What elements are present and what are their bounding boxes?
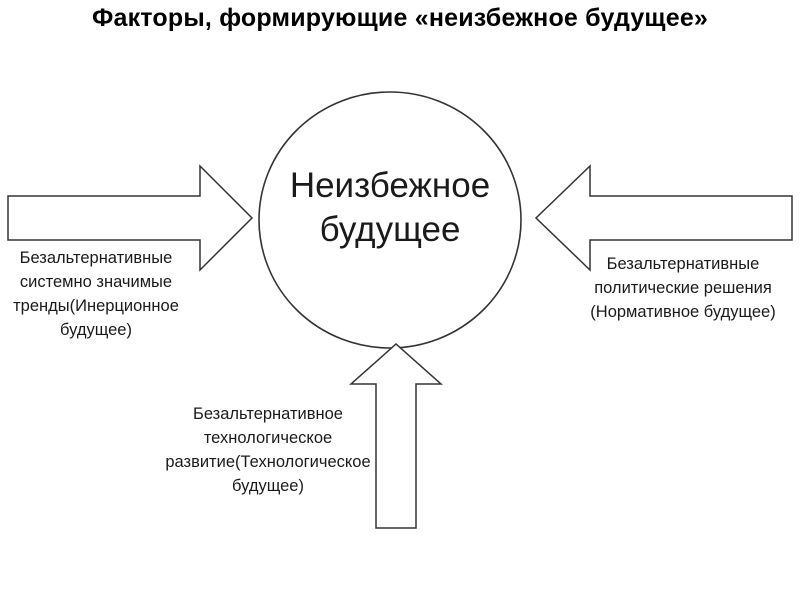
bottom-factor-line-3: развитие(Технологическое bbox=[165, 453, 371, 471]
center-circle bbox=[258, 91, 522, 349]
bottom-arrow bbox=[349, 342, 443, 529]
center-label: Неизбежное будущее bbox=[270, 164, 510, 252]
bottom-factor-label: Безальтернативное технологическое развит… bbox=[150, 402, 386, 498]
right-factor-line-1: Безальтернативные bbox=[606, 255, 760, 273]
left-factor-line-2: системно значимые bbox=[19, 273, 173, 291]
page-title: Факторы, формирующие «неизбежное будущее… bbox=[91, 4, 709, 32]
bottom-factor-line-2: технологическое bbox=[203, 429, 333, 447]
right-arrow bbox=[534, 164, 793, 272]
right-factor-line-2: политические решения bbox=[594, 279, 772, 297]
left-factor-line-1: Безальтернативные bbox=[19, 249, 173, 267]
left-arrow bbox=[7, 164, 254, 272]
left-factor-line-3: тренды(Инерционное bbox=[13, 297, 179, 315]
bottom-factor-line-4: будущее) bbox=[232, 477, 304, 495]
right-factor-line-3: (Нормативное будущее) bbox=[590, 303, 776, 321]
left-factor-label: Безальтернативные системно значимые трен… bbox=[0, 246, 192, 342]
bottom-factor-line-1: Безальтернативное bbox=[193, 405, 343, 423]
right-factor-label: Безальтернативные политические решения (… bbox=[580, 252, 786, 324]
center-label-line-2: будущее bbox=[319, 210, 461, 249]
left-factor-line-4: будущее) bbox=[60, 321, 132, 339]
center-label-line-1: Неизбежное bbox=[289, 166, 491, 205]
